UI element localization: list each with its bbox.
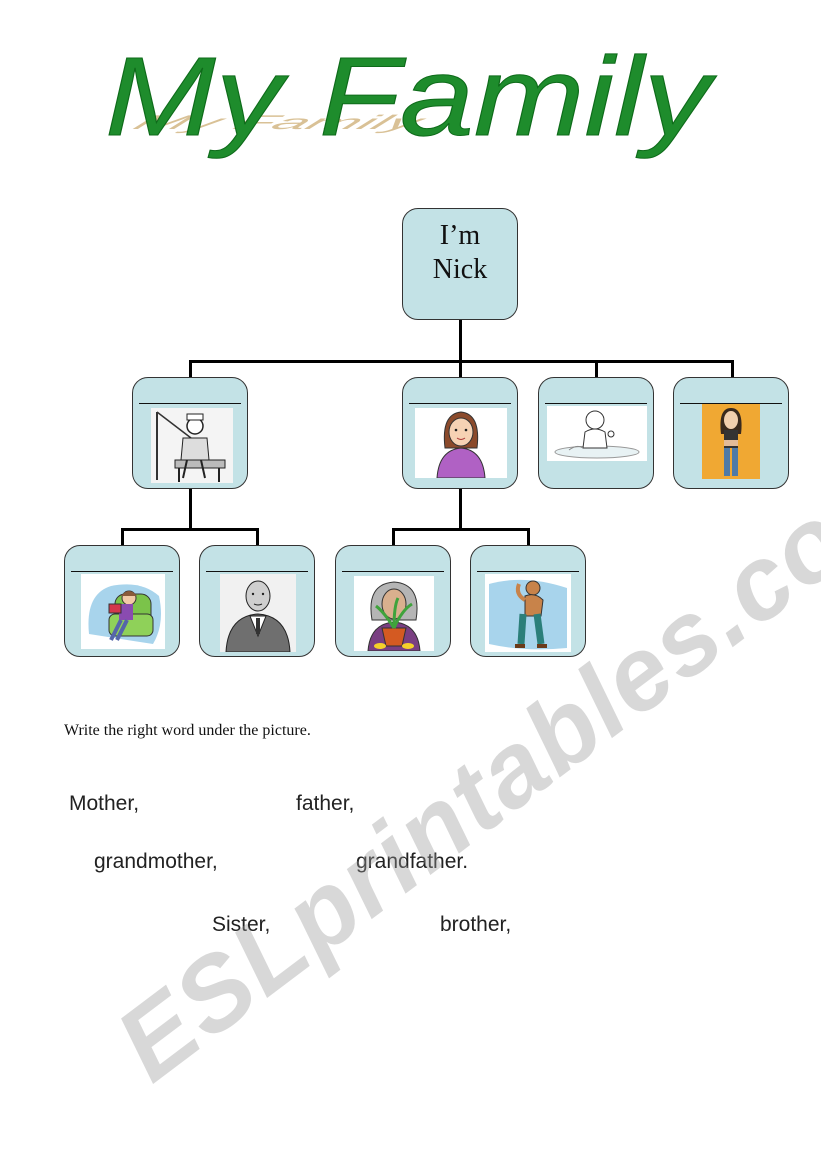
worksheet-title: My Family My Family <box>95 30 725 175</box>
word-grandfather: grandfather. <box>356 850 469 873</box>
grandmother-plant-icon <box>354 576 434 651</box>
sister-icon <box>702 404 760 479</box>
baby-icon <box>547 406 647 461</box>
instruction-text: Write the right word under the picture. <box>64 722 311 739</box>
answer-line[interactable] <box>71 571 173 572</box>
family-box-mother <box>402 377 518 489</box>
title-wordart: My Family My Family <box>105 34 718 160</box>
answer-line[interactable] <box>342 571 444 572</box>
family-box-father <box>132 377 248 489</box>
title-text: My Family <box>105 34 717 159</box>
title-shadow: My Family <box>126 111 434 133</box>
nick-label: I’m Nick <box>403 219 517 287</box>
answer-line[interactable] <box>206 571 308 572</box>
grandfather-icon <box>220 574 296 652</box>
answer-line[interactable] <box>139 403 241 404</box>
word-mother: Mother, <box>69 792 140 815</box>
answer-line[interactable] <box>477 571 579 572</box>
nick-line1: I’m <box>439 220 481 251</box>
watermark: ESLprintables.com <box>95 423 821 1104</box>
family-box-sister <box>673 377 789 489</box>
answer-line[interactable] <box>409 403 511 404</box>
grandfather-stretching-icon <box>485 574 571 652</box>
family-box-grandfather-2 <box>470 545 586 657</box>
answer-line[interactable] <box>545 403 647 404</box>
family-box-grandmother-2 <box>335 545 451 657</box>
mother-icon <box>415 408 507 478</box>
word-grandmother: grandmother, <box>94 850 218 873</box>
word-brother: brother, <box>440 913 512 936</box>
grandmother-reading-icon <box>81 574 165 649</box>
family-box-grandmother-1 <box>64 545 180 657</box>
father-fishing-icon <box>151 408 233 483</box>
family-box-baby <box>538 377 654 489</box>
nick-line2: Nick <box>432 254 488 285</box>
nick-box: I’m Nick <box>402 208 518 320</box>
word-sister: Sister, <box>212 913 271 936</box>
family-box-grandfather-1 <box>199 545 315 657</box>
word-father: father, <box>296 792 355 815</box>
answer-line[interactable] <box>680 403 782 404</box>
